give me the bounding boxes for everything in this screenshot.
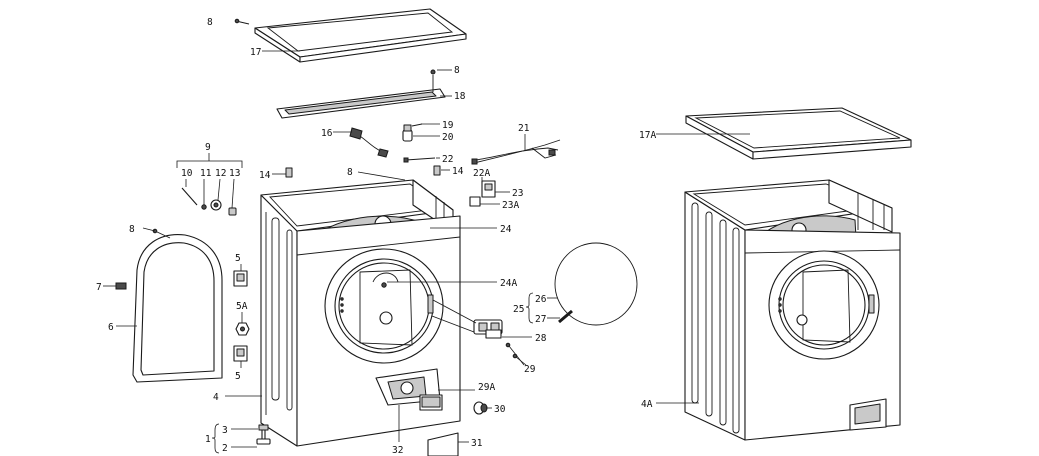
callout-20: 20 bbox=[442, 132, 454, 143]
wire bbox=[403, 157, 436, 163]
hinge-bracket bbox=[233, 270, 248, 287]
callout-10: 10 bbox=[181, 168, 193, 179]
callout-14: 14 bbox=[259, 170, 271, 181]
top-cover bbox=[254, 8, 467, 63]
callout-26: 26 bbox=[535, 294, 547, 305]
callout-19: 19 bbox=[442, 120, 454, 131]
callout-7: 7 bbox=[96, 282, 102, 293]
callout-28: 28 bbox=[535, 333, 547, 344]
callout-8: 8 bbox=[207, 17, 213, 28]
cabinet-alt bbox=[684, 179, 901, 441]
callout-13: 13 bbox=[229, 168, 240, 179]
top-cover-alt bbox=[685, 107, 912, 160]
callout-30: 30 bbox=[494, 404, 506, 415]
cabinet-left bbox=[260, 179, 461, 447]
clamp-wire bbox=[554, 242, 638, 326]
callout-8: 8 bbox=[347, 167, 353, 178]
callout-22: 22 bbox=[442, 154, 453, 165]
callout-labels: 8 17 8 18 16 19 20 21 22 22A 14 14 8 23 … bbox=[96, 17, 656, 456]
screw bbox=[234, 18, 250, 25]
callout-29a: 29A bbox=[478, 382, 495, 393]
clip bbox=[285, 167, 293, 178]
callout-24: 24 bbox=[500, 224, 512, 235]
top-bracket bbox=[276, 69, 446, 119]
callout-16: 16 bbox=[321, 128, 333, 139]
door-switch bbox=[469, 180, 496, 207]
callout-31: 31 bbox=[471, 438, 483, 449]
hinge-bracket bbox=[233, 345, 248, 362]
screw bbox=[152, 228, 171, 239]
callout-17a: 17A bbox=[639, 130, 656, 141]
callout-12: 12 bbox=[215, 168, 226, 179]
callout-17: 17 bbox=[250, 47, 261, 58]
callout-25: 25 bbox=[513, 304, 524, 315]
callout-5a: 5A bbox=[236, 301, 248, 312]
callout-9: 9 bbox=[205, 142, 211, 153]
callout-4: 4 bbox=[213, 392, 219, 403]
detergent-pipe-parts bbox=[181, 187, 237, 216]
service-flap bbox=[427, 432, 459, 456]
adjustable-foot bbox=[256, 424, 271, 445]
clip bbox=[433, 165, 441, 176]
nut bbox=[235, 322, 250, 336]
callout-32: 32 bbox=[392, 445, 403, 456]
callout-23a: 23A bbox=[502, 200, 519, 211]
filter-capacitor bbox=[402, 123, 423, 142]
callout-6: 6 bbox=[108, 322, 114, 333]
seal-clamp bbox=[115, 282, 127, 290]
callout-22a: 22A bbox=[473, 168, 490, 179]
wiring-harness bbox=[471, 139, 561, 165]
filter-cap bbox=[473, 401, 488, 415]
leader-lines bbox=[103, 50, 750, 454]
callout-11: 11 bbox=[200, 168, 212, 179]
callout-8: 8 bbox=[454, 65, 460, 76]
door-seal bbox=[132, 234, 223, 383]
callout-23: 23 bbox=[512, 188, 523, 199]
callout-27: 27 bbox=[535, 314, 546, 325]
callout-5: 5 bbox=[235, 253, 241, 264]
callout-18: 18 bbox=[454, 91, 466, 102]
callout-4a: 4A bbox=[641, 399, 653, 410]
callout-29: 29 bbox=[524, 364, 536, 375]
callout-24a: 24A bbox=[500, 278, 517, 289]
callout-1: 1 bbox=[205, 434, 211, 445]
filter-housing bbox=[375, 368, 443, 411]
callout-3: 3 bbox=[222, 425, 228, 436]
mains-cable bbox=[349, 127, 389, 158]
callout-2: 2 bbox=[222, 443, 228, 454]
callout-5: 5 bbox=[235, 371, 241, 382]
callout-8: 8 bbox=[129, 224, 135, 235]
callout-14: 14 bbox=[452, 166, 464, 177]
callout-21: 21 bbox=[518, 123, 530, 134]
